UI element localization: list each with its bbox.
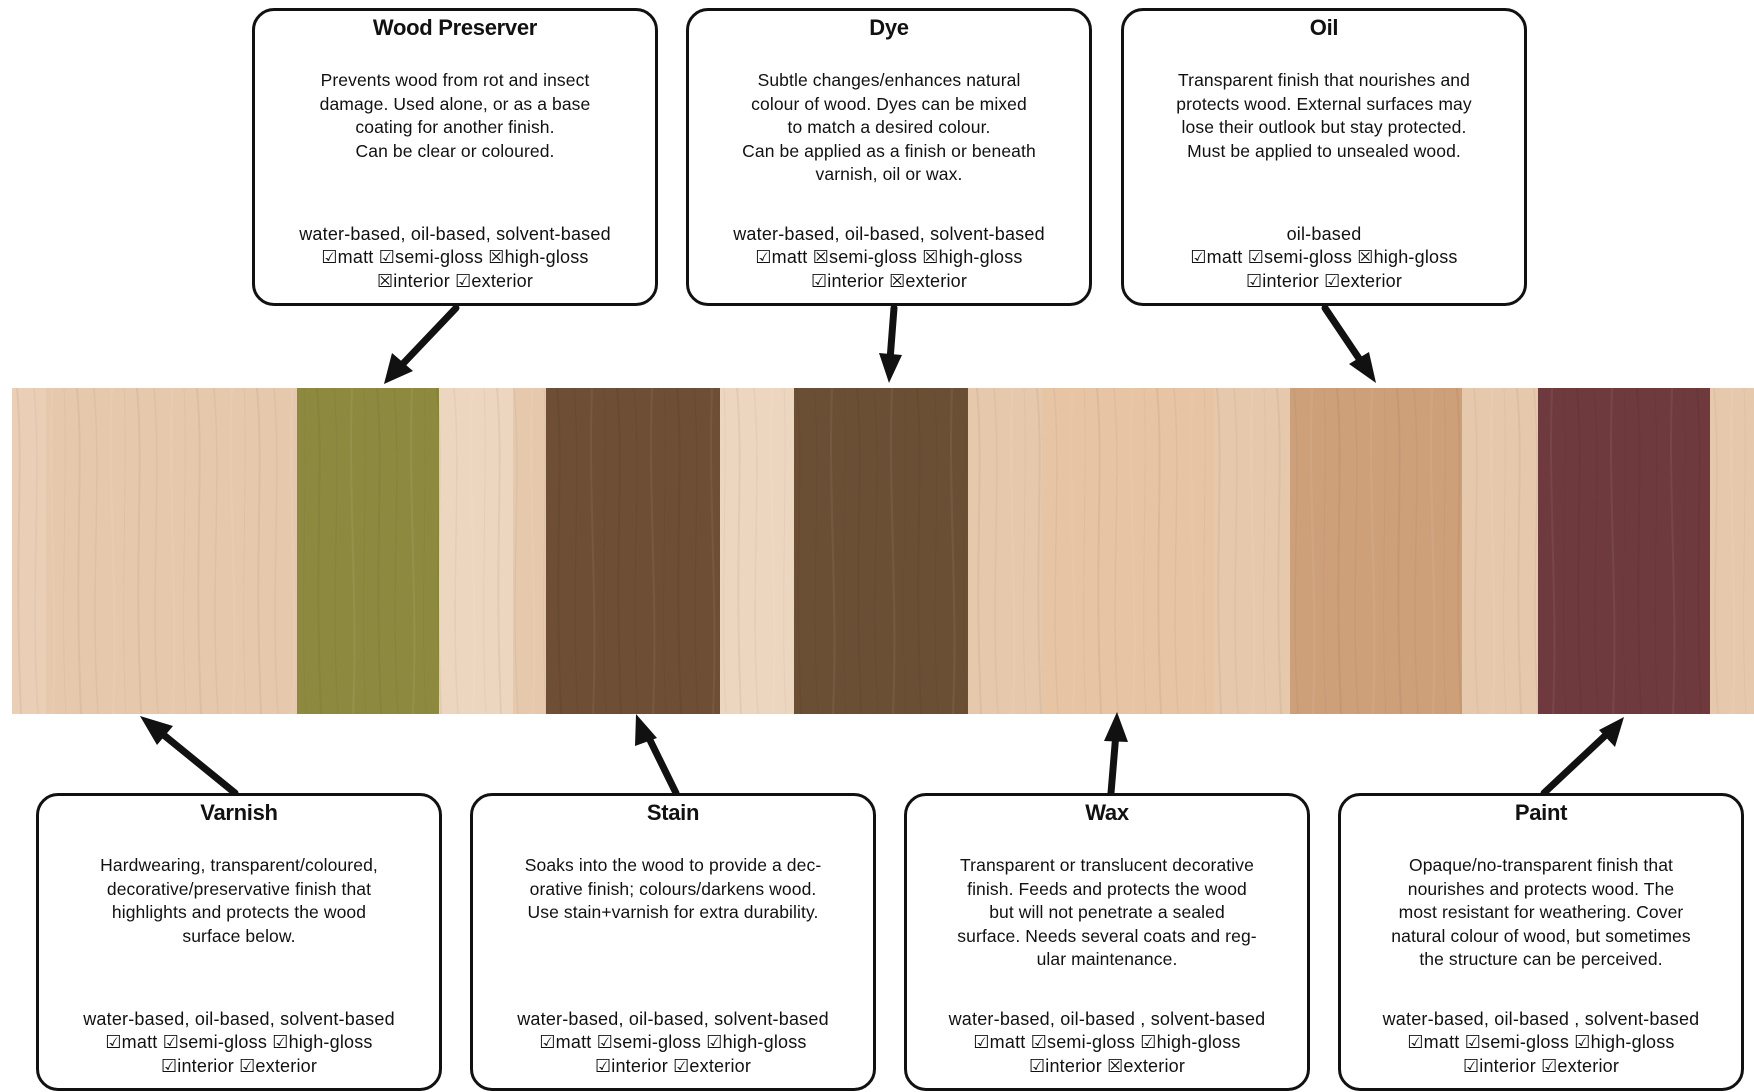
finish-options: ☑matt ☑semi-gloss ☒high-gloss xyxy=(321,247,589,267)
card-description: Soaks into the wood to provide a dec- or… xyxy=(485,854,861,925)
paint-arrow xyxy=(1540,729,1612,797)
finish-options: ☑matt ☑semi-gloss ☑high-gloss xyxy=(1407,1032,1675,1052)
base-types: water-based, oil-based, solvent-based xyxy=(83,1008,395,1029)
base-types: oil-based xyxy=(1286,223,1362,244)
finish-options: ☑matt ☑semi-gloss ☒high-gloss xyxy=(1190,247,1458,267)
wood-grain-overlay xyxy=(12,388,1754,714)
finish-options: ☑matt ☑semi-gloss ☑high-gloss xyxy=(973,1032,1241,1052)
base-types: water-based, oil-based, solvent-based xyxy=(299,223,611,244)
desc-line: Soaks into the wood to provide a dec- xyxy=(524,855,822,875)
dye-arrowhead xyxy=(879,353,902,383)
desc-line: Must be applied to unsealed wood. xyxy=(1187,140,1461,161)
desc-line: the structure can be perceived. xyxy=(1419,949,1663,969)
card-title: Wax xyxy=(1085,800,1129,825)
desc-line: orative finish; colours/darkens wood. xyxy=(529,878,817,899)
card-title: Stain xyxy=(646,800,700,825)
base-types: water-based, oil-based , solvent-based xyxy=(948,1008,1266,1029)
wood-preserver-arrowhead xyxy=(384,353,413,384)
card-description: Prevents wood from rot and insect damage… xyxy=(267,69,643,163)
usage-options: ☑interior ☑exterior xyxy=(160,1055,318,1076)
desc-line: Subtle changes/enhances natural xyxy=(757,70,1021,90)
desc-line: Can be clear or coloured. xyxy=(355,140,555,161)
base-types: water-based, oil-based, solvent-based xyxy=(517,1008,829,1029)
desc-line: but will not penetrate a sealed xyxy=(989,902,1225,922)
finish-options: ☑matt ☒semi-gloss ☒high-gloss xyxy=(755,247,1023,267)
varnish-card: Varnish Hardwearing, transparent/coloure… xyxy=(36,793,442,1091)
desc-line: Transparent or translucent decorative xyxy=(960,855,1254,875)
dye-arrow xyxy=(886,304,898,364)
stain-card: Stain Soaks into the wood to provide a d… xyxy=(470,793,876,1091)
oil-card: Oil Transparent finish that nourishes an… xyxy=(1121,8,1527,306)
finish-options: ☑matt ☑semi-gloss ☑high-gloss xyxy=(539,1032,807,1052)
desc-line: lose their outlook but stay protected. xyxy=(1181,117,1467,137)
desc-line: surface below. xyxy=(182,925,296,946)
card-specs: water-based, oil-based, solvent-based ☑m… xyxy=(47,1008,431,1079)
dye-card: Dye Subtle changes/enhances natural colo… xyxy=(686,8,1092,306)
card-specs: oil-based ☑matt ☑semi-gloss ☒high-gloss … xyxy=(1132,223,1516,294)
oil-arrowhead xyxy=(1349,352,1376,383)
card-specs: water-based, oil-based , solvent-based ☑… xyxy=(1349,1008,1733,1079)
card-title: Oil xyxy=(1309,15,1339,40)
desc-line: colour of wood. Dyes can be mixed xyxy=(751,93,1027,114)
desc-line: ular maintenance. xyxy=(1036,949,1178,969)
desc-line: highlights and protects the wood xyxy=(111,902,367,922)
usage-options: ☑interior ☒exterior xyxy=(1028,1055,1186,1076)
finish-options: ☑matt ☑semi-gloss ☑high-gloss xyxy=(105,1032,373,1052)
paint-card: Paint Opaque/no-transparent finish that … xyxy=(1338,793,1744,1091)
desc-line: Opaque/no-transparent finish that xyxy=(1408,855,1674,875)
card-title: Varnish xyxy=(200,800,278,825)
usage-options: ☑interior ☑exterior xyxy=(1462,1055,1620,1076)
card-description: Transparent or translucent decorative fi… xyxy=(919,854,1295,972)
stain-arrowhead xyxy=(635,714,657,746)
oil-arrow xyxy=(1321,304,1364,364)
card-specs: water-based, oil-based, solvent-based ☑m… xyxy=(697,223,1081,294)
card-title: Dye xyxy=(869,15,909,40)
desc-line: Hardwearing, transparent/coloured, xyxy=(100,855,378,875)
wax-arrow xyxy=(1107,729,1120,797)
desc-line: protects wood. External surfaces may xyxy=(1176,93,1472,114)
card-specs: water-based, oil-based , solvent-based ☑… xyxy=(915,1008,1299,1079)
desc-line: natural colour of wood, but sometimes xyxy=(1391,925,1691,946)
base-types: water-based, oil-based , solvent-based xyxy=(1382,1008,1700,1029)
desc-line: Prevents wood from rot and insect xyxy=(320,70,590,90)
desc-line: varnish, oil or wax. xyxy=(815,164,963,184)
desc-line: damage. Used alone, or as a base xyxy=(319,93,591,114)
desc-line: surface. Needs several coats and reg- xyxy=(957,925,1257,946)
desc-line: Can be applied as a finish or beneath xyxy=(742,140,1036,161)
desc-line: decorative/preservative finish that xyxy=(106,878,372,899)
usage-options: ☑interior ☒exterior xyxy=(810,270,968,291)
usage-options: ☑interior ☑exterior xyxy=(1245,270,1403,291)
base-types: water-based, oil-based, solvent-based xyxy=(733,223,1045,244)
varnish-arrowhead xyxy=(140,716,173,745)
wax-arrowhead xyxy=(1104,712,1128,742)
card-specs: water-based, oil-based, solvent-based ☑m… xyxy=(481,1008,865,1079)
card-title: Paint xyxy=(1514,800,1568,825)
desc-line: coating for another finish. xyxy=(355,117,555,137)
stain-arrow xyxy=(642,728,680,797)
desc-line: Use stain+varnish for extra durability. xyxy=(527,902,819,922)
card-description: Opaque/no-transparent finish that nouris… xyxy=(1353,854,1729,972)
paint-arrowhead xyxy=(1599,717,1624,747)
usage-options: ☒interior ☑exterior xyxy=(376,270,534,291)
wood-preserver-card: Wood Preserver Prevents wood from rot an… xyxy=(252,8,658,306)
wood-preserver-arrow xyxy=(393,304,460,374)
card-title: Wood Preserver xyxy=(372,15,538,40)
varnish-arrow xyxy=(156,728,239,797)
card-description: Transparent finish that nourishes and pr… xyxy=(1136,69,1512,163)
usage-options: ☑interior ☑exterior xyxy=(594,1055,752,1076)
desc-line: Transparent finish that nourishes and xyxy=(1178,70,1470,90)
card-description: Hardwearing, transparent/coloured, decor… xyxy=(51,854,427,948)
card-specs: water-based, oil-based, solvent-based ☑m… xyxy=(263,223,647,294)
card-description: Subtle changes/enhances natural colour o… xyxy=(701,69,1077,187)
desc-line: finish. Feeds and protects the wood xyxy=(967,878,1247,899)
wood-sample-strip xyxy=(12,388,1754,714)
desc-line: most resistant for weathering. Cover xyxy=(1398,902,1684,922)
desc-line: to match a desired colour. xyxy=(787,117,991,137)
desc-line: nourishes and protects wood. The xyxy=(1407,878,1675,899)
wax-card: Wax Transparent or translucent decorativ… xyxy=(904,793,1310,1091)
